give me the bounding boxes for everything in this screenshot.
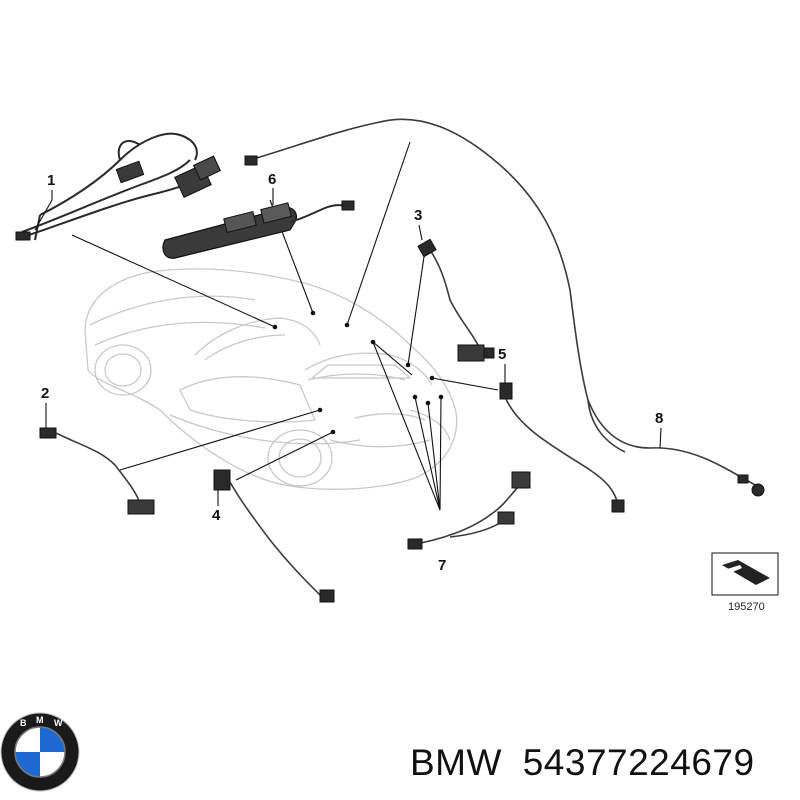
reference-icon-box: 195270 xyxy=(711,552,779,613)
leader-lines xyxy=(71,141,499,511)
svg-text:W: W xyxy=(54,718,64,728)
callout-stems xyxy=(34,188,662,506)
part-7-harness xyxy=(407,471,531,550)
leader-7b xyxy=(427,402,441,511)
car-outline xyxy=(84,268,458,490)
part-5-connector xyxy=(499,382,625,513)
part-4-sensor xyxy=(213,469,335,603)
leader-7d xyxy=(372,341,441,511)
callout-4: 4 xyxy=(212,507,221,524)
leader-1 xyxy=(71,234,276,328)
callout-2: 2 xyxy=(41,385,49,402)
part-number: 54377224679 xyxy=(522,742,755,783)
leader-dots xyxy=(272,310,444,435)
callout-numbers: 1 2 3 4 5 6 7 8 xyxy=(41,171,663,574)
part-8-cable xyxy=(244,118,765,497)
svg-text:B: B xyxy=(20,718,28,728)
leader-7a xyxy=(414,396,441,511)
callout-5: 5 xyxy=(498,346,506,363)
part-2-sensor xyxy=(39,427,155,515)
svg-text:M: M xyxy=(36,715,45,725)
part-number-line: BMW 54377224679 xyxy=(410,742,755,784)
part-brand: BMW xyxy=(410,742,502,783)
leader-8b xyxy=(372,341,413,376)
callout-7: 7 xyxy=(438,557,446,574)
bmw-logo: B M W xyxy=(0,712,80,792)
leader-3 xyxy=(407,249,426,366)
part-3-sensor xyxy=(417,238,495,362)
leader-5 xyxy=(431,377,499,391)
leader-4 xyxy=(235,431,334,481)
callout-8: 8 xyxy=(655,410,663,427)
leader-2 xyxy=(119,409,321,471)
callout-6: 6 xyxy=(268,171,276,188)
part-1-wiring-harness xyxy=(15,132,222,241)
leader-7c xyxy=(439,396,442,511)
callout-3: 3 xyxy=(414,207,422,224)
callout-1: 1 xyxy=(47,172,55,189)
reference-code: 195270 xyxy=(728,601,765,613)
part-6-component xyxy=(162,200,355,259)
leader-8a xyxy=(346,141,411,326)
